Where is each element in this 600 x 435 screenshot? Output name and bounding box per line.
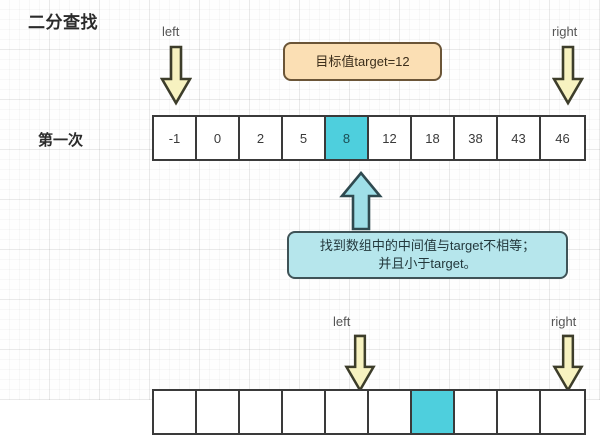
array-cell: 18 xyxy=(412,117,455,159)
mid-value-note-box: 找到数组中的中间值与target不相等； 并且小于target。 xyxy=(287,231,568,279)
array-cell xyxy=(240,391,283,433)
array-cell: -1 xyxy=(154,117,197,159)
array-cell xyxy=(498,391,541,433)
array-cell xyxy=(541,391,584,433)
array-cell: 5 xyxy=(283,117,326,159)
array-cell xyxy=(197,391,240,433)
pointer-label-right-row2: right xyxy=(551,314,577,329)
arrow-down-right-row1 xyxy=(552,45,584,106)
target-value-label: 目标值target=12 xyxy=(315,53,410,69)
diagram-canvas: 二分查找 left right 目标值target=12 第一次 -1 0 2 … xyxy=(28,13,586,435)
array-row xyxy=(152,389,586,435)
array-cell xyxy=(455,391,498,433)
array-cell: 43 xyxy=(498,117,541,159)
mid-note-line-2: 并且小于target。 xyxy=(378,256,477,271)
arrow-down-left-row2 xyxy=(344,334,376,393)
array-cell xyxy=(154,391,197,433)
array-cell: 46 xyxy=(541,117,584,159)
array-cell xyxy=(326,391,369,433)
diagram-title: 二分查找 xyxy=(28,13,98,32)
arrow-up-mid-pointer xyxy=(339,170,383,231)
arrow-down-right-row2 xyxy=(552,334,584,393)
array-cell: 38 xyxy=(455,117,498,159)
arrow-down-left-row1 xyxy=(160,45,192,106)
mid-note-line-1: 找到数组中的中间值与target不相等； xyxy=(319,238,536,254)
array-cell-mid-highlight xyxy=(412,391,455,433)
array-cell: 2 xyxy=(240,117,283,159)
pointer-label-left-row1: left xyxy=(162,24,180,39)
array-cell xyxy=(283,391,326,433)
pointer-label-left-row2: left xyxy=(333,314,351,329)
row-label-first-pass: 第一次 xyxy=(38,132,84,149)
array-cell: 0 xyxy=(197,117,240,159)
array-cell xyxy=(369,391,412,433)
array-row: -1 0 2 5 8 12 18 38 43 46 xyxy=(152,115,586,161)
array-cell: 12 xyxy=(369,117,412,159)
target-value-box: 目标值target=12 xyxy=(283,42,442,81)
pointer-label-right-row1: right xyxy=(552,24,578,39)
array-cell-mid-highlight: 8 xyxy=(326,117,369,159)
